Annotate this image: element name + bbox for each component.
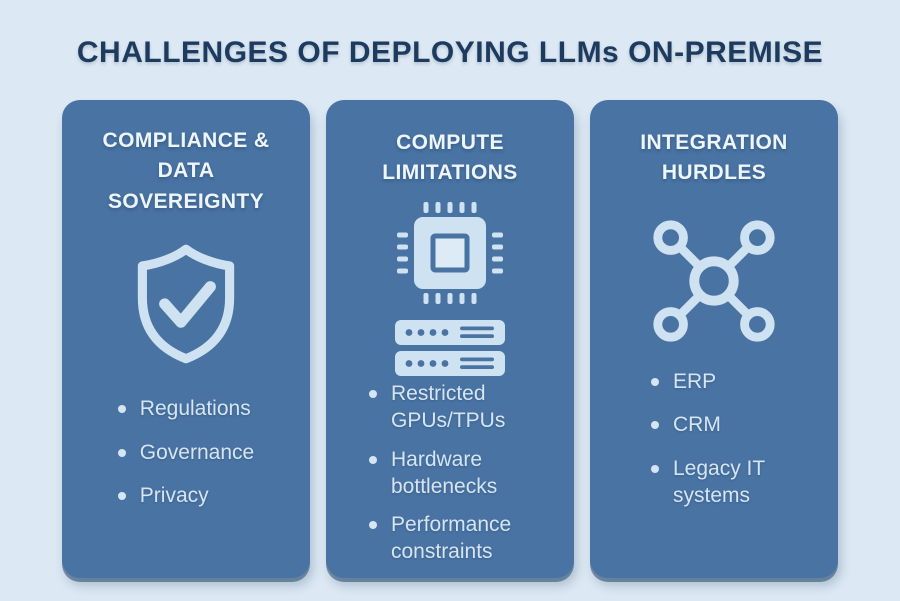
page-title: CHALLENGES OF DEPLOYING LLMs ON-PREMISE bbox=[76, 36, 824, 69]
card-compliance: COMPLIANCE & DATA SOVEREIGNTY Regulation… bbox=[62, 100, 310, 578]
bullet-icon bbox=[651, 464, 659, 473]
bullet-icon bbox=[369, 521, 377, 530]
card-integration-title: INTEGRATION HURDLES bbox=[640, 130, 788, 184]
bullet-icon bbox=[651, 421, 659, 430]
list-item-label: Regulations bbox=[139, 397, 251, 421]
bullet-icon bbox=[117, 448, 126, 457]
list-item-label: Legacy IT systems bbox=[673, 456, 765, 507]
network-nodes-icon bbox=[645, 196, 783, 366]
list-item: Legacy IT systems bbox=[651, 455, 777, 510]
card-integration: INTEGRATION HURDLES ERP bbox=[590, 100, 838, 578]
cpu-servers-icon bbox=[390, 196, 510, 378]
bullet-icon bbox=[117, 405, 126, 414]
list-item: ERP bbox=[651, 368, 777, 395]
list-item: Restricted GPUs/TPUs bbox=[369, 380, 531, 435]
compliance-list: Regulations Governance Privacy bbox=[117, 395, 255, 525]
compute-list: Restricted GPUs/TPUs Hardware bottleneck… bbox=[369, 380, 531, 577]
list-item: Regulations bbox=[117, 395, 254, 422]
card-compute: COMPUTE LIMITATIONS bbox=[326, 100, 574, 578]
list-item: Privacy bbox=[117, 482, 254, 509]
list-item-label: ERP bbox=[673, 370, 717, 393]
list-item-label: Governance bbox=[139, 440, 255, 464]
card-compute-title: COMPUTE LIMITATIONS bbox=[382, 130, 518, 184]
list-item: Governance bbox=[117, 439, 255, 466]
list-item-label: Privacy bbox=[139, 483, 209, 507]
shield-check-icon bbox=[119, 223, 253, 393]
integration-list: ERP CRM Legacy IT systems bbox=[651, 368, 777, 525]
list-item: CRM bbox=[651, 411, 777, 438]
list-item: Performance constraints bbox=[369, 511, 531, 566]
list-item-label: Hardware bottlenecks bbox=[391, 447, 498, 498]
bullet-icon bbox=[369, 390, 377, 398]
bullet-icon bbox=[369, 455, 377, 464]
cards-row: COMPLIANCE & DATA SOVEREIGNTY Regulation… bbox=[62, 100, 838, 578]
card-compliance-title: COMPLIANCE & DATA SOVEREIGNTY bbox=[102, 129, 270, 213]
bullet-icon bbox=[651, 378, 659, 386]
list-item-label: CRM bbox=[673, 413, 721, 437]
list-item-label: Restricted GPUs/TPUs bbox=[391, 382, 506, 433]
bullet-icon bbox=[117, 491, 126, 500]
list-item: Hardware bottlenecks bbox=[369, 446, 531, 501]
list-item-label: Performance constraints bbox=[391, 513, 512, 564]
